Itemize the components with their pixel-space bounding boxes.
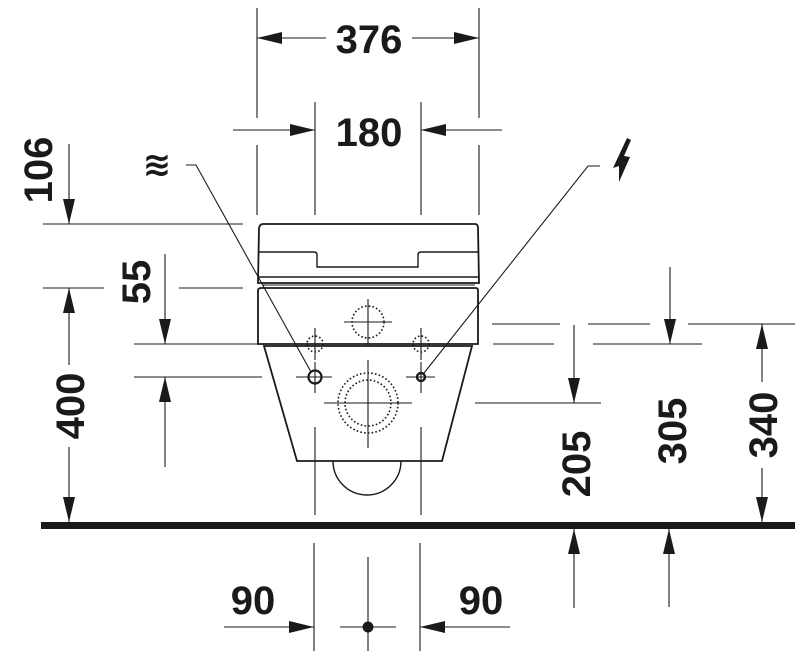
floor-line (41, 522, 795, 529)
seat-lid (257, 223, 480, 284)
dimension-90-right-label: 90 (459, 579, 504, 623)
dimension-55-label: 55 (115, 260, 159, 305)
dimension-106: 106 (17, 137, 243, 225)
dimension-106-label: 106 (17, 137, 61, 204)
dimension-376: 376 (256, 8, 480, 118)
dimension-90-left: 90 (224, 543, 315, 651)
toilet (257, 223, 480, 515)
dimension-340-label: 340 (742, 392, 786, 459)
water-supply-leader: ≋ (143, 145, 312, 373)
dimension-90-right: 90 (419, 543, 510, 651)
dimension-340: 340 (688, 323, 795, 522)
dimension-205: 205 (475, 323, 601, 608)
dimension-400-label: 400 (49, 373, 93, 440)
dimension-90-left-label: 90 (231, 579, 276, 623)
dimension-55: 55 (43, 254, 332, 467)
dimension-376-label: 376 (336, 18, 403, 62)
dimension-180-label: 180 (336, 111, 403, 155)
electric-supply-icon (613, 138, 631, 182)
center-mark (340, 557, 396, 651)
power-supply-leader (423, 138, 631, 374)
dimension-180: 180 (233, 102, 502, 215)
dimension-305: 305 (588, 267, 702, 607)
dimension-205-label: 205 (555, 431, 599, 498)
dimension-305-label: 305 (651, 398, 695, 465)
dimension-400: 400 (49, 288, 93, 522)
water-supply-icon: ≋ (143, 145, 172, 185)
